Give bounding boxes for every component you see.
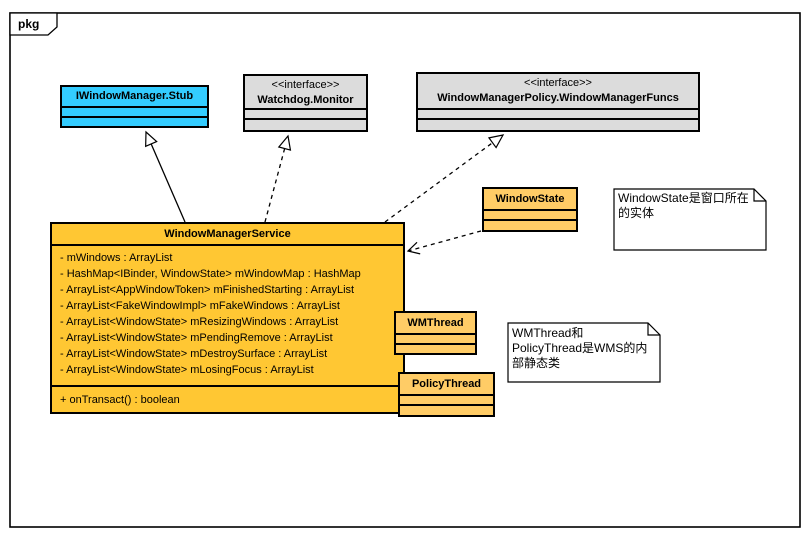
attributes-compartment [62,106,207,116]
attributes-compartment [484,209,576,219]
attributes-compartment [400,394,493,404]
operations-compartment [484,219,576,229]
note-fold-icon [753,189,766,202]
operations-compartment [396,343,475,353]
package-tab-label: pkg [18,17,40,31]
note-windowstate-text: WindowState是窗口所在 的实体 [618,191,749,220]
attribute-item: - ArrayList<WindowState> mResizingWindow… [60,316,339,328]
class-name: WindowManagerService [164,228,291,240]
class-name: IWindowManager.Stub [75,90,194,102]
class-header: <<interface>> WindowManagerPolicy.Window… [418,74,698,108]
operations-compartment [245,118,366,128]
attribute-item: - ArrayList<AppWindowToken> mFinishedSta… [60,284,355,296]
class-policythread: PolicyThread [398,372,495,417]
note-fold-icon [647,323,660,336]
attributes-compartment [245,108,366,118]
operation-item: + onTransact() : boolean [60,394,180,406]
note-threads [507,322,661,383]
note-threads-text: WMThread和 PolicyThread是WMS的内 部静态类 [512,326,648,370]
attribute-item: - mWindows : ArrayList [60,252,173,264]
class-windowmanagerservice: WindowManagerService - mWindows : ArrayL… [50,222,405,414]
attributes-compartment: - mWindows : ArrayList - HashMap<IBinder… [52,244,403,385]
attribute-item: - HashMap<IBinder, WindowState> mWindowM… [60,268,361,280]
generalization-arrow-iwindowmanager-stub [145,130,186,223]
class-name: PolicyThread [411,378,482,390]
attribute-item: - ArrayList<WindowState> mDestroySurface… [60,348,328,360]
attributes-compartment [418,108,698,118]
class-wmthread: WMThread [394,311,477,355]
realization-arrow-windowmanagerfuncs [384,134,505,223]
attribute-item: - ArrayList<FakeWindowImpl> mFakeWindows… [60,300,340,312]
class-iwindowmanager-stub: IWindowManager.Stub [60,85,209,128]
dependency-arrow-windowstate-wms [406,230,482,255]
attribute-item: - ArrayList<WindowState> mLosingFocus : … [60,364,314,376]
realization-arrow-watchdog-monitor [264,134,292,223]
stereotype-label: <<interface>> [271,79,340,91]
attribute-item: - ArrayList<WindowState> mPendingRemove … [60,332,333,344]
package-tab [9,12,58,36]
class-name: WMThread [407,317,464,329]
class-name: WindowManagerPolicy.WindowManagerFuncs [437,92,679,104]
operations-compartment [62,116,207,126]
class-watchdog-monitor: <<interface>> Watchdog.Monitor [243,74,368,132]
class-header: <<interface>> Watchdog.Monitor [245,76,366,108]
operations-compartment [400,404,493,414]
note-windowstate [613,188,767,251]
operations-compartment: + onTransact() : boolean [52,385,403,414]
class-name: Watchdog.Monitor [257,94,354,106]
attributes-compartment [396,333,475,343]
class-name: WindowState [495,193,565,205]
stereotype-label: <<interface>> [524,77,592,89]
package-frame [9,12,801,528]
operations-compartment [418,118,698,128]
class-windowstate: WindowState [482,187,578,232]
class-windowmanagerpolicy-windowmanagerfuncs: <<interface>> WindowManagerPolicy.Window… [416,72,700,132]
